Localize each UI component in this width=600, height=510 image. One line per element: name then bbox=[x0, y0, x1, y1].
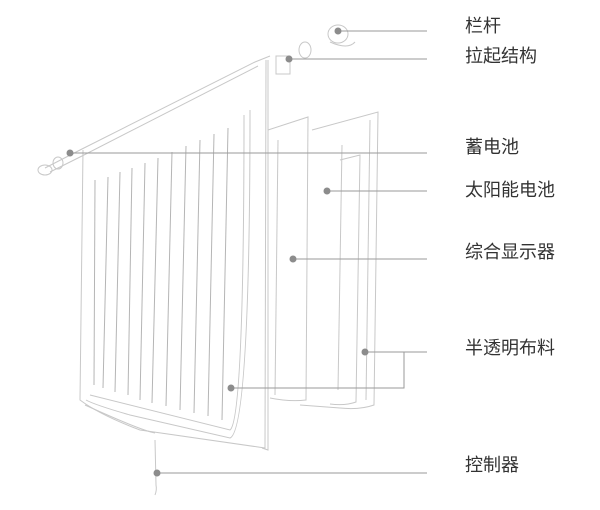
label-translucent-fabric: 半透明布料 bbox=[465, 338, 555, 359]
front-panel bbox=[79, 59, 267, 449]
label-integrated-display: 综合显示器 bbox=[465, 242, 555, 263]
leader-lines bbox=[70, 30, 427, 474]
pulley bbox=[298, 41, 312, 59]
rod-end-right bbox=[327, 24, 349, 44]
label-solar-cell: 太阳能电池 bbox=[465, 180, 555, 201]
label-pull-up-structure: 拉起结构 bbox=[465, 46, 537, 67]
rod-end-left bbox=[37, 164, 53, 176]
solar-panel bbox=[267, 116, 309, 402]
label-railing: 栏杆 bbox=[465, 16, 501, 37]
label-battery: 蓄电池 bbox=[465, 137, 519, 158]
curtain-drawing bbox=[37, 24, 379, 496]
display-panel bbox=[299, 111, 379, 410]
rod bbox=[44, 55, 271, 169]
callout-dots bbox=[66, 27, 369, 477]
label-controller: 控制器 bbox=[465, 455, 519, 476]
